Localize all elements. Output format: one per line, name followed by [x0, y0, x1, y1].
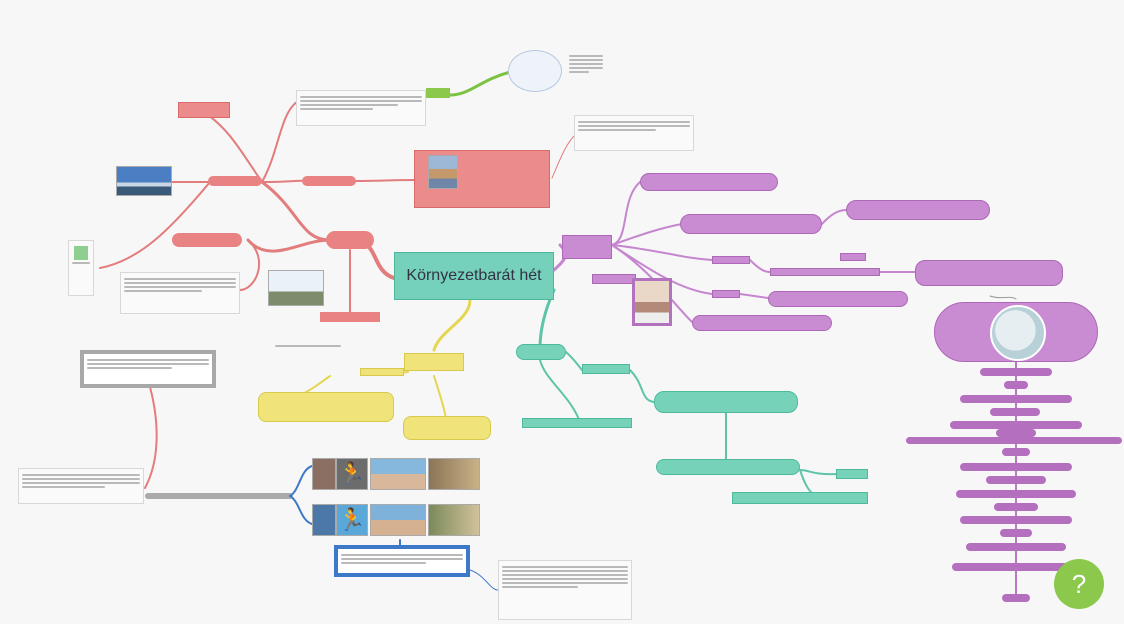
teal-topic-5[interactable] — [836, 469, 868, 479]
photo-people — [428, 155, 458, 189]
purple-topic-6[interactable] — [915, 260, 1063, 286]
note-red-right — [574, 115, 694, 151]
teal-topic-6[interactable] — [732, 492, 868, 504]
red-topic-top[interactable] — [178, 102, 230, 118]
purple-topic-7[interactable] — [592, 274, 636, 284]
globe-illustration — [990, 305, 1046, 361]
teal-main-topic[interactable] — [516, 344, 566, 360]
teal-topic-3[interactable] — [654, 391, 798, 413]
yellow-topic-right[interactable] — [403, 416, 491, 440]
photo-grid-5 — [312, 504, 336, 536]
purple-list-item[interactable] — [1004, 381, 1028, 389]
note-bottom-left — [18, 468, 144, 504]
note-bottom-center — [498, 560, 632, 620]
purple-list-item[interactable] — [994, 503, 1038, 511]
photo-grid-8 — [428, 504, 480, 536]
grey-framed-note — [80, 350, 216, 388]
question-mark-icon: ? — [1071, 568, 1087, 599]
purple-list-item[interactable] — [966, 543, 1066, 551]
note-card-small — [68, 240, 94, 296]
purple-main-topic[interactable] — [562, 235, 612, 259]
photo-purple-card — [632, 278, 672, 326]
purple-list-item[interactable] — [960, 395, 1072, 403]
purple-topic-10[interactable] — [692, 315, 832, 331]
yellow-main-topic[interactable] — [404, 353, 464, 371]
red-topic-lower[interactable] — [172, 233, 242, 247]
purple-topic-4[interactable] — [712, 256, 750, 264]
central-topic[interactable]: Környezetbarát hét — [394, 252, 554, 300]
red-topic-left[interactable] — [208, 176, 262, 186]
purple-topic-5[interactable] — [770, 268, 880, 276]
photo-grid-1 — [312, 458, 336, 490]
running-figure-icon: 🏃 — [336, 504, 368, 536]
purple-list-item[interactable] — [952, 563, 1080, 571]
yellow-label[interactable] — [360, 368, 404, 376]
green-label[interactable] — [426, 88, 450, 98]
purple-list-item[interactable] — [950, 421, 1082, 429]
purple-list-item[interactable] — [986, 476, 1046, 484]
purple-list-item[interactable] — [960, 516, 1072, 524]
yellow-caption — [272, 340, 344, 347]
purple-topic-8[interactable] — [712, 290, 740, 298]
purple-list-item[interactable] — [996, 429, 1036, 437]
purple-list-item[interactable] — [906, 437, 1122, 444]
running-figure-icon: 🏃 — [336, 458, 368, 490]
red-topic-middle[interactable] — [302, 176, 356, 186]
purple-topic-9[interactable] — [768, 291, 908, 307]
note-red-top — [296, 90, 426, 126]
photo-landscape-city — [116, 166, 172, 196]
note-red-left — [120, 272, 240, 314]
photo-grid-3 — [370, 458, 426, 490]
purple-list-item[interactable] — [960, 463, 1072, 471]
teal-topic-2[interactable] — [522, 418, 632, 428]
purple-list-item[interactable] — [1000, 529, 1032, 537]
purple-list-item[interactable] — [990, 408, 1040, 416]
purple-topic-1[interactable] — [640, 173, 778, 191]
note-bubble-text — [566, 50, 606, 100]
photo-grid-7 — [370, 504, 426, 536]
red-topic-bottom[interactable] — [320, 312, 380, 322]
purple-list-item[interactable] — [980, 368, 1052, 376]
purple-topic-3[interactable] — [846, 200, 990, 220]
purple-list-item[interactable] — [1002, 594, 1030, 602]
photo-grid-4 — [428, 458, 480, 490]
photo-hikers — [268, 270, 324, 306]
teal-topic-1[interactable] — [582, 364, 630, 374]
purple-tag[interactable] — [840, 253, 866, 261]
blue-framed-note — [334, 545, 470, 577]
red-subtopic[interactable] — [326, 231, 374, 249]
yellow-topic-left[interactable] — [258, 392, 394, 422]
purple-list-item[interactable] — [956, 490, 1076, 498]
teal-topic-4[interactable] — [656, 459, 800, 475]
purple-list-item[interactable] — [1002, 448, 1030, 456]
help-button[interactable]: ? — [1054, 559, 1104, 609]
speech-bubble-image — [508, 50, 562, 92]
purple-topic-2[interactable] — [680, 214, 822, 234]
